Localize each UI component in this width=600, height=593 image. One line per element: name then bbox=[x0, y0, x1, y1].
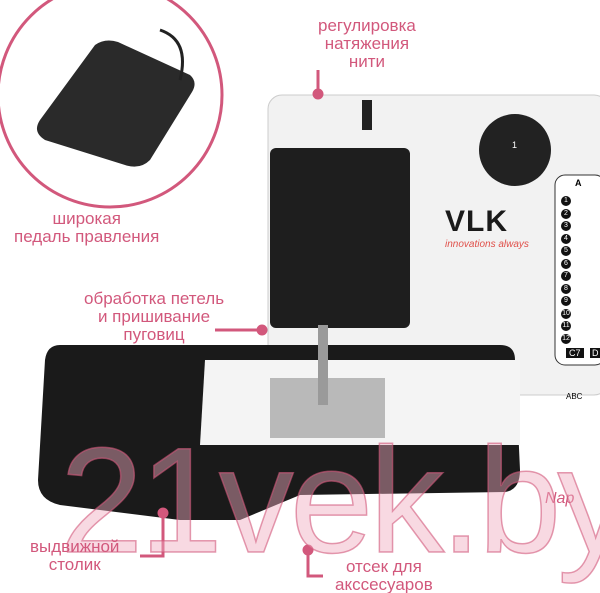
leader-lines bbox=[140, 70, 324, 578]
watermark: 21vek.by bbox=[59, 416, 600, 584]
brand-logo: VLK innovations always bbox=[445, 205, 529, 250]
stitch-dial bbox=[479, 114, 551, 186]
stitch-number: 2 bbox=[561, 208, 571, 219]
stitch-number: 7 bbox=[561, 271, 571, 281]
dial-mark: 1 bbox=[512, 140, 518, 150]
stitch-number: 10 bbox=[561, 308, 571, 319]
stitch-number: 12 bbox=[561, 333, 571, 344]
stitch-number: 6 bbox=[561, 258, 571, 269]
stitch-panel-footer-2: D bbox=[590, 348, 600, 358]
stitch-number: 3 bbox=[561, 221, 571, 231]
stitch-letters: ABC bbox=[566, 392, 583, 401]
stitch-panel-header: A bbox=[575, 178, 582, 188]
stitch-number: 1 bbox=[561, 196, 571, 206]
stitch-number: 9 bbox=[561, 296, 571, 306]
logo-tagline: innovations always bbox=[445, 239, 529, 250]
logo-brand: VLK bbox=[445, 205, 508, 238]
machine-script: Nap bbox=[545, 490, 575, 507]
pedal-cable bbox=[159, 28, 184, 81]
stitch-panel-footer: C7 bbox=[566, 348, 584, 358]
stitch-number: 5 bbox=[561, 246, 571, 256]
machine-head-front bbox=[270, 148, 410, 328]
stitch-number: 4 bbox=[561, 233, 571, 244]
stitch-number: 8 bbox=[561, 283, 571, 294]
spool-pin bbox=[362, 100, 372, 130]
foot-pedal bbox=[36, 40, 195, 167]
stitch-number: 11 bbox=[561, 321, 571, 331]
presser-foot bbox=[318, 325, 328, 405]
